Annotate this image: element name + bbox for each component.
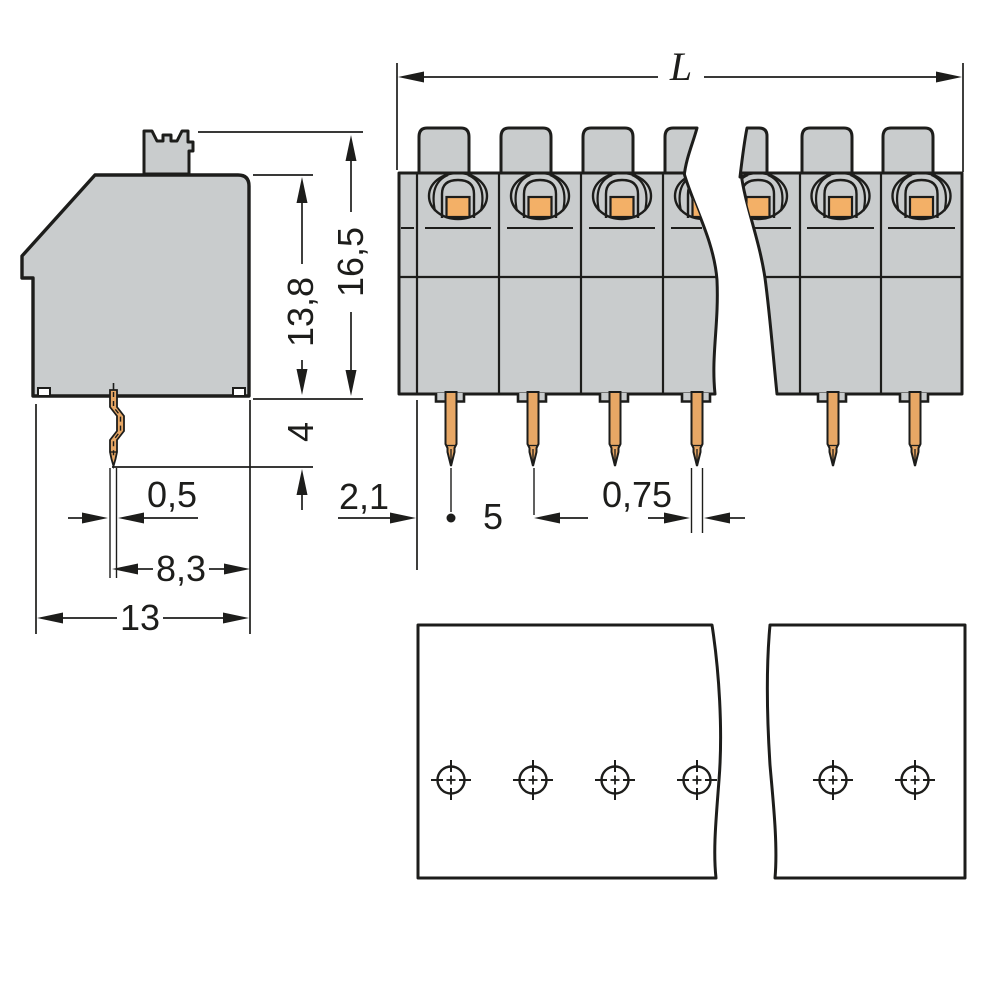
push-button-tab <box>581 126 635 179</box>
dim-total-height <box>345 135 357 396</box>
dim-body-height <box>296 177 308 395</box>
front-pins <box>434 391 930 467</box>
solder-pin <box>444 391 458 467</box>
pcb-outline-left <box>416 623 723 880</box>
push-button-tab <box>800 126 854 179</box>
solder-pin <box>608 391 622 467</box>
side-view <box>20 129 251 470</box>
push-button-tab <box>417 126 471 179</box>
drill-plan <box>416 623 967 880</box>
push-button-tab <box>499 126 553 179</box>
dim-pin-thickness <box>68 512 198 524</box>
dim-label-total-height: 16,5 <box>330 227 371 297</box>
dim-total-length <box>396 63 964 172</box>
pcb-outline-right <box>765 623 967 880</box>
dim-label-total-width: 13 <box>120 597 160 638</box>
dim-label-pin-thickness: 0,5 <box>147 474 197 515</box>
dim-pin-width <box>648 468 745 533</box>
solder-pin <box>526 391 540 467</box>
dim-pin-protrusion <box>296 469 308 510</box>
push-button-tab-cut <box>663 126 699 179</box>
push-button-tab <box>881 126 935 179</box>
dim-label-body-height: 13,8 <box>280 277 321 347</box>
dim-label-pin-width: 0,75 <box>602 474 672 515</box>
dim-first-pin-offset <box>338 400 418 570</box>
dim-label-first-pin-offset: 2,1 <box>339 476 389 517</box>
solder-pin <box>826 391 840 467</box>
latch-button <box>142 129 195 176</box>
side-solder-pin <box>109 389 125 470</box>
push-button-tab-cut <box>738 126 769 179</box>
dim-label-pin-pitch: 5 <box>483 496 503 537</box>
dim-label-pin-to-edge: 8,3 <box>156 548 206 589</box>
dim-label-total-length: L <box>669 44 692 89</box>
dimension-labels: L 13,8 16,5 4 0,5 8,3 13 2,1 5 0,75 <box>120 44 692 638</box>
foot-recess-right <box>232 387 246 397</box>
front-right-details <box>741 173 962 394</box>
solder-pin <box>908 391 922 467</box>
dim-label-pin-protrusion: 4 <box>280 422 321 442</box>
front-view <box>397 126 964 467</box>
dim-pin-pitch <box>446 468 588 524</box>
dim-total-width <box>37 612 249 624</box>
side-body <box>20 173 251 398</box>
solder-pin <box>690 391 704 467</box>
front-left-details <box>399 173 718 394</box>
pin-centerline <box>112 392 122 457</box>
foot-recess-left <box>37 387 51 397</box>
side-view-dimensions <box>35 131 363 634</box>
front-view-dimensions <box>338 63 964 570</box>
dim-pin-to-edge <box>112 563 250 575</box>
